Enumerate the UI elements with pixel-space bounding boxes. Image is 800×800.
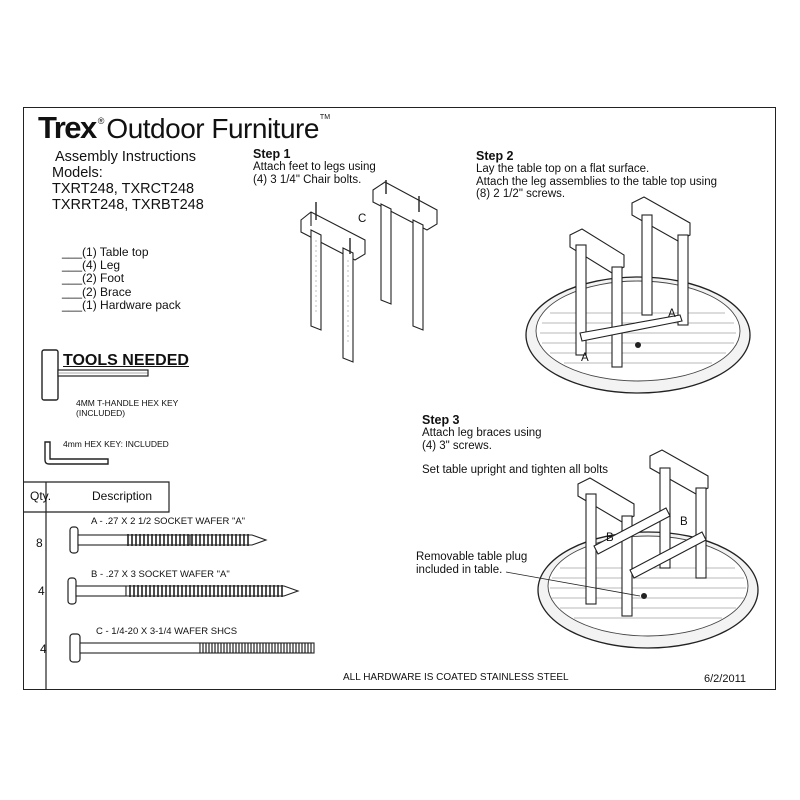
hardware-label-a: A - .27 X 2 1/2 SOCKET WAFER "A": [91, 516, 246, 527]
title-block: Assembly Instructions Models: TXRT248, T…: [52, 149, 204, 213]
step1-text: Step 1 Attach feet to legs using (4) 3 1…: [253, 147, 376, 186]
brand-registered: ®: [97, 116, 105, 126]
parts-item: ___(2) Brace: [62, 284, 132, 299]
step2-callout-a-2: A: [581, 352, 589, 364]
step2-title: Step 2: [476, 149, 514, 163]
step3-callout-b-1: B: [680, 516, 688, 528]
step1-line-2: (4) 3 1/4" Chair bolts.: [253, 173, 362, 186]
t-handle-label: 4MM T-HANDLE HEX KEY (INCLUDED): [76, 398, 178, 418]
parts-item: ___(1) Table top: [62, 245, 149, 259]
parts-item: ___(2) Foot: [62, 271, 125, 286]
hardware-table-frame: [23, 481, 170, 690]
hardware-qty-a: 8: [36, 536, 43, 550]
brand-suffix: Outdoor Furniture: [106, 113, 319, 144]
step3-text: Step 3 Attach leg braces using (4) 3" sc…: [422, 413, 608, 477]
table-plug-note: Removable table plug included in table.: [416, 551, 527, 576]
tools-title: TOOLS NEEDED: [63, 352, 189, 369]
hex-key-icon: [44, 441, 109, 465]
title-line-4: TXRRT248, TXRBT248: [52, 197, 204, 213]
step2-text: Step 2 Lay the table top on a flat surfa…: [476, 149, 717, 201]
screw-a-icon: [69, 526, 268, 554]
parts-item: ___(1) Hardware pack: [62, 297, 181, 312]
step2-line-2: Attach the leg assemblies to the table t…: [476, 175, 718, 188]
t-handle-note: (INCLUDED): [76, 408, 126, 418]
parts-list: ___(1) Table top ___(4) Leg ___(2) Foot …: [62, 245, 181, 312]
step3-line-3: Set table upright and tighten all bolts: [422, 464, 609, 476]
step1-callout-c: C: [358, 213, 367, 225]
title-line-2: Models:: [52, 165, 103, 181]
t-handle-text: 4MM T-HANDLE HEX KEY: [76, 398, 179, 408]
hex-key-label: 4mm HEX KEY: INCLUDED: [63, 439, 169, 449]
step3-callout-b-2: B: [606, 532, 614, 544]
table-plug-leader-line: [505, 571, 641, 597]
brand-logo: Trex ® Outdoor Furniture TM: [38, 110, 331, 145]
step1-title: Step 1: [253, 147, 291, 161]
sheet-border: [23, 107, 776, 690]
table-plug-line-2: included in table.: [416, 563, 503, 576]
step3-line-2: (4) 3" screws.: [422, 439, 492, 452]
step2-table-top-diagram: [525, 196, 751, 394]
step2-callout-a-1: A: [668, 308, 676, 320]
step1-line-1: Attach feet to legs using: [253, 161, 376, 173]
qty-header: Qty.: [30, 489, 52, 503]
hardware-label-b: B - .27 X 3 SOCKET WAFER "A": [91, 569, 230, 580]
step3-title: Step 3: [422, 413, 460, 427]
step3-table-brace-diagram: [537, 449, 759, 649]
parts-item: ___(4) Leg: [62, 258, 121, 273]
hardware-qty-b: 4: [38, 584, 45, 598]
step2-line-3: (8) 2 1/2" screws.: [476, 188, 566, 200]
title-line-1: Assembly Instructions: [55, 149, 197, 165]
description-header: Description: [92, 489, 153, 503]
hardware-qty-c: 4: [40, 642, 47, 656]
hardware-label-c: C - 1/4-20 X 3-1/4 WAFER SHCS: [96, 626, 238, 637]
title-line-3: TXRT248, TXRCT248: [52, 181, 195, 197]
table-plug-line-1: Removable table plug: [416, 551, 528, 563]
step3-line-1: Attach leg braces using: [422, 427, 542, 439]
brand-trademark: TM: [319, 114, 331, 121]
brand-name: Trex: [38, 110, 97, 145]
t-handle-hex-key-icon: [41, 349, 149, 401]
revision-date: 6/2/2011: [704, 673, 747, 685]
screw-b-icon: [67, 577, 300, 605]
step2-line-1: Lay the table top on a flat surface.: [476, 163, 650, 175]
hardware-coating-note: ALL HARDWARE IS COATED STAINLESS STEEL: [343, 672, 569, 683]
bolt-c-icon: [69, 633, 315, 663]
step1-leg-assembly-diagram: [300, 180, 438, 363]
